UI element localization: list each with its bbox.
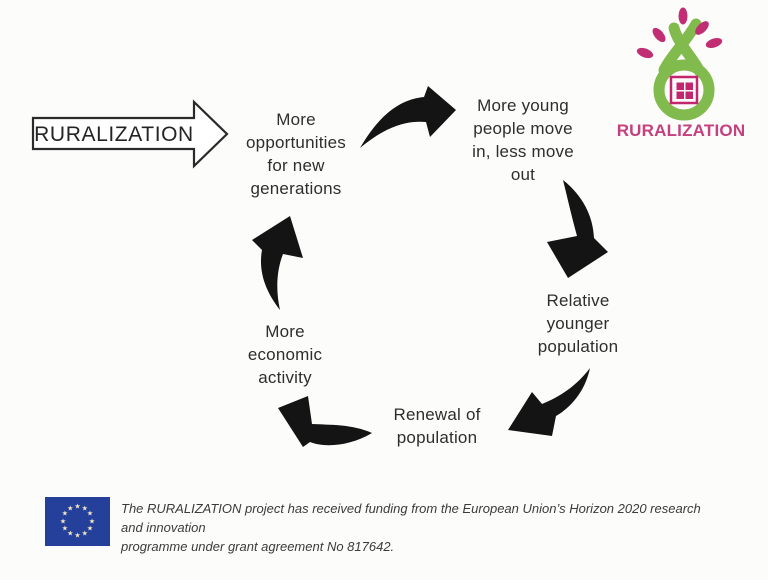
funding-line: The RURALIZATION project has received fu…	[121, 501, 701, 535]
eu-star-icon: ★	[86, 510, 94, 518]
logo-window-pane-icon	[676, 82, 684, 90]
cycle-node-line: generations	[250, 179, 342, 198]
cycle-node-line: for new	[267, 156, 325, 175]
eu-star-icon: ★	[81, 505, 88, 513]
cycle-arrow-relative-to-renewal-icon	[508, 368, 590, 436]
banner-arrow-label: RURALIZATION	[34, 123, 194, 146]
ruralization-banner-arrow: RURALIZATION	[31, 99, 229, 169]
eu-star-icon: ★	[61, 525, 69, 533]
eu-flag: ★★★★★★★★★★★★	[45, 497, 110, 546]
cycle-node-more-opportunities: More opportunities for new generations	[234, 108, 358, 200]
logo-stem-right-icon	[668, 22, 706, 78]
cycle-node-line: population	[396, 428, 478, 447]
eu-star-icon: ★	[67, 505, 74, 513]
cycle-arrow-young-to-relative-icon	[547, 180, 608, 278]
funding-line: programme under grant agreement No 81764…	[121, 539, 395, 554]
eu-star-icon: ★	[74, 532, 81, 540]
eu-star-icon: ★	[88, 518, 96, 525]
cycle-arrow-economic-to-opportunities-icon	[252, 216, 303, 310]
cycle-arrow-opportunities-to-young-icon	[360, 86, 456, 148]
logo-petal-top-icon	[678, 7, 688, 25]
logo-wordmark: RURALIZATION	[617, 121, 746, 140]
cycle-node-line: out	[510, 165, 536, 184]
cycle-node-line: Renewal of	[393, 405, 481, 424]
cycle-node-relative-younger-population: Relative younger population	[514, 289, 642, 358]
cycle-node-line: population	[537, 337, 619, 356]
eu-star-icon: ★	[74, 503, 81, 511]
cycle-node-line: Relative	[546, 291, 610, 310]
eu-star-icon: ★	[81, 530, 88, 538]
eu-star-icon: ★	[86, 525, 94, 533]
logo-window-frame-icon	[669, 75, 699, 105]
logo-drop-ring	[653, 59, 715, 121]
logo-petal-upper-left-icon	[652, 27, 666, 43]
cycle-node-line: More	[265, 322, 305, 341]
funding-statement: The RURALIZATION project has received fu…	[121, 499, 726, 556]
logo-window-pane-icon	[685, 91, 693, 99]
cycle-node-renewal-of-population: Renewal of population	[374, 403, 500, 449]
cycle-node-line: younger	[546, 314, 610, 333]
cycle-node-more-young-people: More young people move in, less move out	[451, 94, 595, 186]
eu-star-icon: ★	[59, 518, 67, 525]
logo-petal-upper-right-icon	[695, 21, 709, 35]
eu-star-icon: ★	[67, 530, 74, 538]
cycle-arrow-renewal-to-economic-icon	[278, 396, 372, 447]
ruralization-logo: RURALIZATION	[617, 7, 746, 140]
cycle-node-line: More	[276, 110, 316, 129]
cycle-node-line: More young	[477, 96, 569, 115]
logo-window-pane-icon	[685, 82, 693, 90]
cycle-node-more-economic-activity: More economic activity	[228, 320, 342, 389]
banner-arrow-shape	[31, 99, 229, 169]
cycle-node-line: opportunities	[246, 133, 346, 152]
cycle-node-line: in, less move	[472, 142, 574, 161]
cycle-node-line: activity	[258, 368, 312, 387]
logo-window-pane-icon	[676, 91, 684, 99]
logo-petal-left-icon	[636, 47, 654, 59]
cycle-node-line: people move	[473, 119, 573, 138]
logo-petal-right-icon	[705, 37, 723, 49]
cycle-node-line: economic	[247, 345, 323, 364]
eu-star-icon: ★	[61, 510, 69, 518]
